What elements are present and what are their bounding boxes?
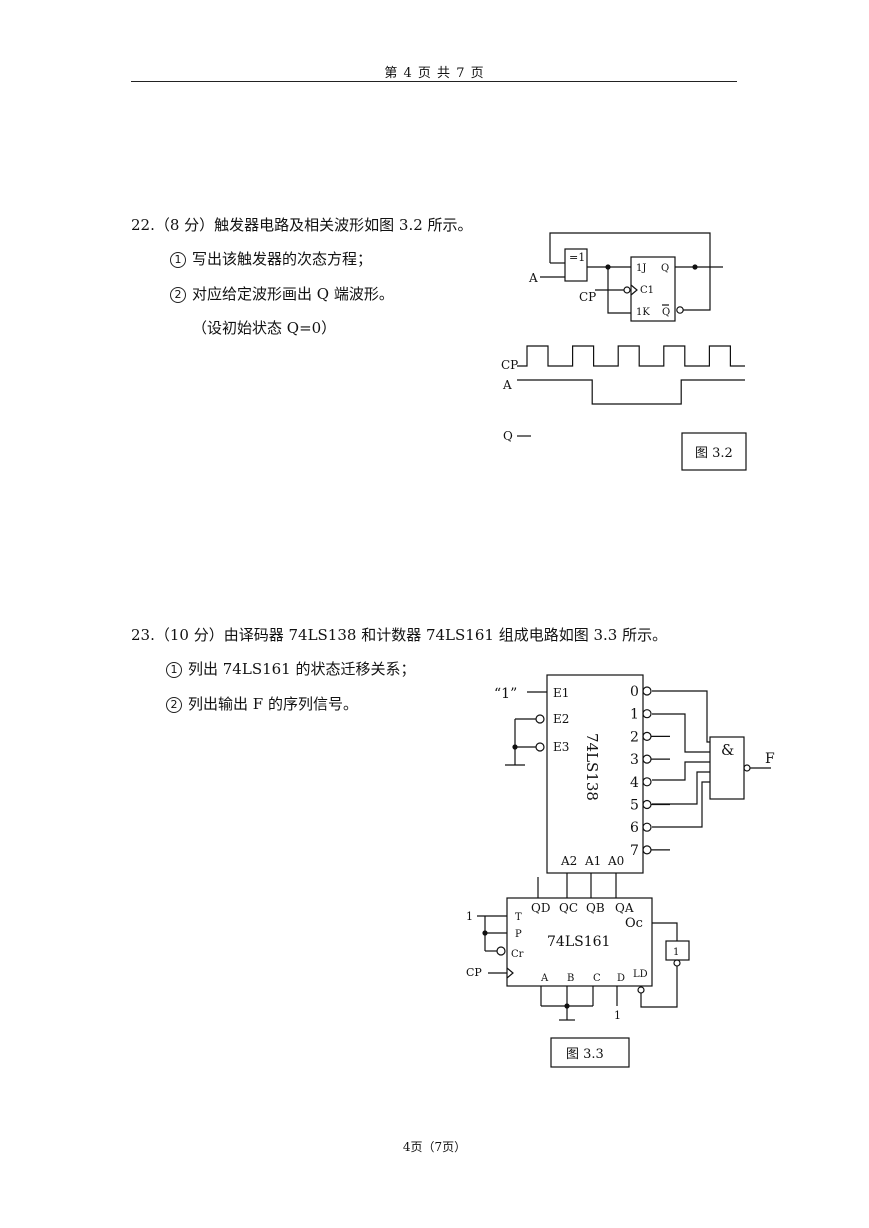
not-label: 1 <box>673 947 679 958</box>
input-a-label: A <box>528 271 538 285</box>
decoder-output-label-3: 3 <box>630 752 639 768</box>
cp-waveform <box>517 345 745 367</box>
counter-t-label: T <box>515 912 522 923</box>
xor-label: =1 <box>569 251 585 264</box>
decoder-a0-label: A0 <box>607 854 624 868</box>
decoder-74ls138 <box>546 674 644 874</box>
counter-qc-label: QC <box>559 901 578 915</box>
counter-cr-label: Cr <box>511 949 524 960</box>
q22-title: 22.（8 分）触发器电路及相关波形如图 3.2 所示。 <box>131 216 473 234</box>
ff-c-label: C1 <box>640 285 654 296</box>
decoder-output-label-5: 5 <box>630 798 639 814</box>
input-cp-label: CP <box>579 290 596 304</box>
decoder-a1-label: A1 <box>584 854 601 868</box>
jk-flipflop <box>630 256 676 322</box>
decoder-output-label-2: 2 <box>630 729 639 745</box>
counter-c-label: C <box>593 973 601 984</box>
decoder-output-bubble-3 <box>642 754 652 764</box>
ff-qbar-label: Q <box>662 307 670 318</box>
wave-q-label: Q <box>503 429 513 443</box>
figure-3-2-caption-box <box>681 432 747 471</box>
decoder-output-label-7: 7 <box>630 843 639 859</box>
q23-item-2-text: 列出输出 F 的序列信号。 <box>188 695 358 713</box>
q22-item-1: 1 写出该触发器的次态方程； <box>170 249 372 269</box>
figure-3-3-caption: 图 3.3 <box>566 1047 604 1062</box>
figure-3-2: =1 1J C1 1K Q Q A CP CP A Q 图 3.2 <box>501 232 747 471</box>
decoder-output-bubble-4 <box>642 777 652 787</box>
figure-3-3-caption-box <box>550 1037 630 1068</box>
tp-const-label: 1 <box>466 910 473 923</box>
ff-k-label: 1K <box>636 307 650 318</box>
enable-const-label: “1” <box>494 686 517 702</box>
decoder-output-label-6: 6 <box>630 820 639 836</box>
q23-item-1: 1 列出 74LS161 的状态迁移关系； <box>166 659 416 679</box>
decoder-a2-label: A2 <box>560 854 577 868</box>
decoder-output-label-0: 0 <box>630 684 639 700</box>
q23-item-2: 2 列出输出 F 的序列信号。 <box>166 694 358 714</box>
counter-p-label: P <box>515 929 522 940</box>
decoder-e3-label: E3 <box>553 740 569 754</box>
counter-oc-label: Oc <box>625 916 643 931</box>
header-rule <box>131 81 737 82</box>
decoder-output-bubble-2 <box>642 731 652 742</box>
counter-name-label: 74LS161 <box>547 934 610 950</box>
ff-q-label: Q <box>661 263 669 274</box>
counter-b-label: B <box>567 973 574 984</box>
q22-item-2-marker: 2 <box>170 287 186 303</box>
decoder-output-label-4: 4 <box>630 775 639 791</box>
a-waveform <box>517 379 745 405</box>
q22-item-1-text: 写出该触发器的次态方程； <box>192 250 373 268</box>
q23-item-1-marker: 1 <box>166 662 182 678</box>
counter-qb-label: QB <box>586 901 605 915</box>
counter-cp-label: CP <box>466 966 482 979</box>
output-f-label: F <box>765 751 775 767</box>
q22-item-2-text: 对应给定波形画出 Q 端波形。 <box>192 285 394 303</box>
page-footer: 4页（7页） <box>402 1140 467 1154</box>
decoder-name-label: 74LS138 <box>583 733 601 801</box>
wave-cp-label: CP <box>501 358 518 372</box>
decoder-output-bubble-6 <box>642 822 652 832</box>
figure-3-2-caption: 图 3.2 <box>695 446 733 461</box>
counter-qd-label: QD <box>531 901 550 915</box>
counter-d-label: D <box>617 973 625 984</box>
xor-gate <box>564 248 588 282</box>
q22-item-1-marker: 1 <box>170 252 186 268</box>
and-label: & <box>721 741 734 759</box>
decoder-e1-label: E1 <box>553 686 569 700</box>
decoder-output-bubble-7 <box>642 845 652 855</box>
d-const-label: 1 <box>614 1009 621 1022</box>
q22-note: （设初始状态 Q=0） <box>192 319 337 337</box>
ff-j-label: 1J <box>636 263 646 274</box>
counter-ld-label: LD <box>633 969 648 980</box>
decoder-output-bubble-1 <box>642 709 652 719</box>
decoder-output-bubble-5 <box>642 799 652 810</box>
counter-74ls161 <box>506 897 653 987</box>
page-header: 第 4 页 共 7 页 <box>384 66 485 81</box>
counter-a-label: A <box>540 973 549 984</box>
wave-a-label: A <box>502 378 512 392</box>
q23-item-2-marker: 2 <box>166 697 182 713</box>
decoder-output-label-1: 1 <box>630 707 639 723</box>
decoder-e2-label: E2 <box>553 712 569 726</box>
q23-item-1-text: 列出 74LS161 的状态迁移关系； <box>188 660 416 678</box>
counter-qa-label: QA <box>615 901 634 915</box>
q23-title: 23.（10 分）由译码器 74LS138 和计数器 74LS161 组成电路如… <box>131 626 668 644</box>
q22-item-2: 2 对应给定波形画出 Q 端波形。 <box>170 284 394 304</box>
decoder-output-bubble-0 <box>642 686 652 696</box>
